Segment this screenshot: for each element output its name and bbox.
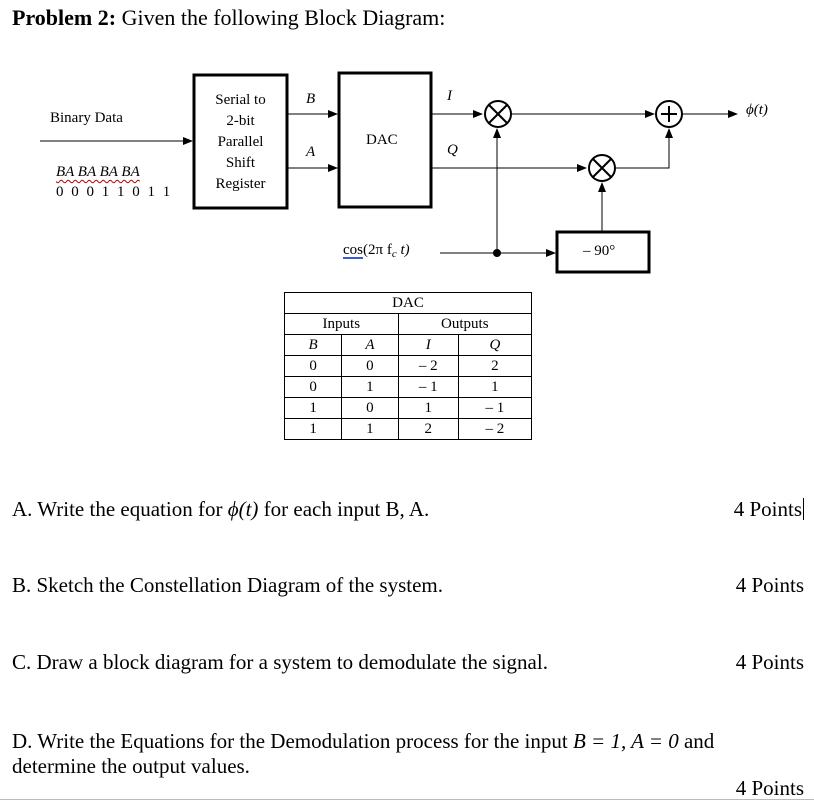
question-a-phi: ϕ(t) [227, 497, 259, 521]
problem-number: Problem 2: [12, 5, 117, 30]
mult2-to-adder-line [615, 128, 673, 169]
dac-box [337, 71, 433, 209]
table-row: 1 1 2 – 2 [283, 418, 533, 440]
text-cursor [803, 498, 804, 520]
table-cell: 0 [341, 355, 399, 377]
i-label: I [447, 88, 452, 104]
binary-data-label: Binary Data [50, 110, 123, 126]
question-a-text-before: A. Write the equation for [12, 497, 228, 521]
question-a-text-after: for each input B, A. [258, 497, 430, 521]
table-cell: 0 [283, 376, 343, 398]
b-label: B [306, 91, 316, 107]
shift-register-line-3: Parallel [217, 134, 264, 150]
shift-register-label: Serial to 2-bit Parallel Shift Register [194, 90, 287, 195]
question-d: D. Write the Equations for the Demodulat… [12, 729, 802, 779]
a-label: A [306, 144, 316, 160]
carrier-label: cos(2π fc t) [343, 242, 410, 260]
table-cell: 0 [341, 397, 399, 419]
table-cell: 2 [457, 355, 533, 377]
table-cell: 1 [397, 397, 459, 419]
phase-shift-label: – 90° [583, 243, 616, 259]
col-header-a: A [341, 334, 399, 356]
carrier-subscript: c [391, 248, 397, 260]
dac-label: DAC [366, 132, 398, 148]
block-diagram [40, 71, 738, 274]
carrier-tail: t) [396, 242, 410, 258]
carrier-args: (2π f [363, 242, 392, 258]
dac-truth-table: DAC Inputs Outputs B A I Q 0 0 – 2 2 0 1… [283, 292, 533, 440]
question-a-points-text: 4 Points [733, 497, 802, 521]
output-phi-label: ϕ(t) [746, 102, 768, 118]
question-c-points: 4 Points [735, 650, 804, 674]
shift-register-line-5: Register [215, 176, 266, 192]
shift-register-box [192, 73, 289, 210]
table-cell: 1 [341, 418, 399, 440]
outputs-header: Outputs [397, 313, 533, 335]
question-b: B. Sketch the Constellation Diagram of t… [12, 573, 444, 597]
table-cell: 1 [341, 376, 399, 398]
shift-register-line-2: 2-bit [226, 113, 255, 129]
table-cell: 1 [283, 397, 343, 419]
bit-pairs-text: BA BA BA BA [56, 164, 140, 180]
shift-register-line-1: Serial to [215, 92, 266, 108]
col-header-b: B [283, 334, 343, 356]
table-row: 0 1 – 1 1 [283, 376, 533, 398]
problem-title-text: Given the following Block Diagram: [121, 5, 446, 30]
question-d-line-1: D. Write the Equations for the Demodulat… [12, 729, 802, 754]
phase-shift-box [555, 230, 651, 274]
question-d-line-2: determine the output values. [12, 754, 250, 778]
bit-pairs-label: BA BA BA BA [56, 164, 140, 181]
question-d-text-2: and [678, 729, 715, 753]
multiplier-1-cross-b [488, 104, 508, 124]
question-a: A. Write the equation for ϕ(t) for each … [12, 497, 429, 522]
problem-title: Problem 2: Given the following Block Dia… [12, 5, 445, 31]
table-header-row: B A I Q [283, 334, 533, 356]
table-cell: – 2 [457, 418, 533, 440]
shift-register-line-4: Shift [225, 155, 256, 171]
table-cell: – 2 [397, 355, 459, 377]
table-row: 0 0 – 2 2 [283, 355, 533, 377]
question-c: C. Draw a block diagram for a system to … [12, 650, 548, 674]
bits-sequence: 0 0 0 1 1 0 1 1 [56, 184, 173, 200]
table-row: 1 0 1 – 1 [283, 397, 533, 419]
table-title: DAC [284, 292, 532, 314]
table-title-row: DAC [284, 292, 532, 314]
multiplier-2-cross-b [592, 158, 612, 178]
col-header-q: Q [457, 334, 533, 356]
q-label: Q [447, 142, 458, 158]
table-cell: 1 [283, 418, 343, 440]
question-b-points: 4 Points [735, 573, 804, 597]
table-cell: 1 [457, 376, 533, 398]
question-d-text-1: D. Write the Equations for the Demodulat… [12, 729, 573, 753]
table-cell: – 1 [397, 376, 459, 398]
question-d-equation: B = 1, A = 0 [572, 729, 679, 753]
page-bottom-border [0, 799, 814, 800]
question-a-points: 4 Points [734, 497, 804, 522]
table-cell: – 1 [457, 397, 533, 419]
carrier-cos: cos [343, 242, 363, 258]
table-cell: 2 [397, 418, 459, 440]
inputs-header: Inputs [284, 313, 399, 335]
col-header-i: I [397, 334, 459, 356]
table-cell: 0 [283, 355, 343, 377]
table-group-row: Inputs Outputs [284, 313, 533, 335]
question-d-points: 4 Points [735, 776, 804, 800]
